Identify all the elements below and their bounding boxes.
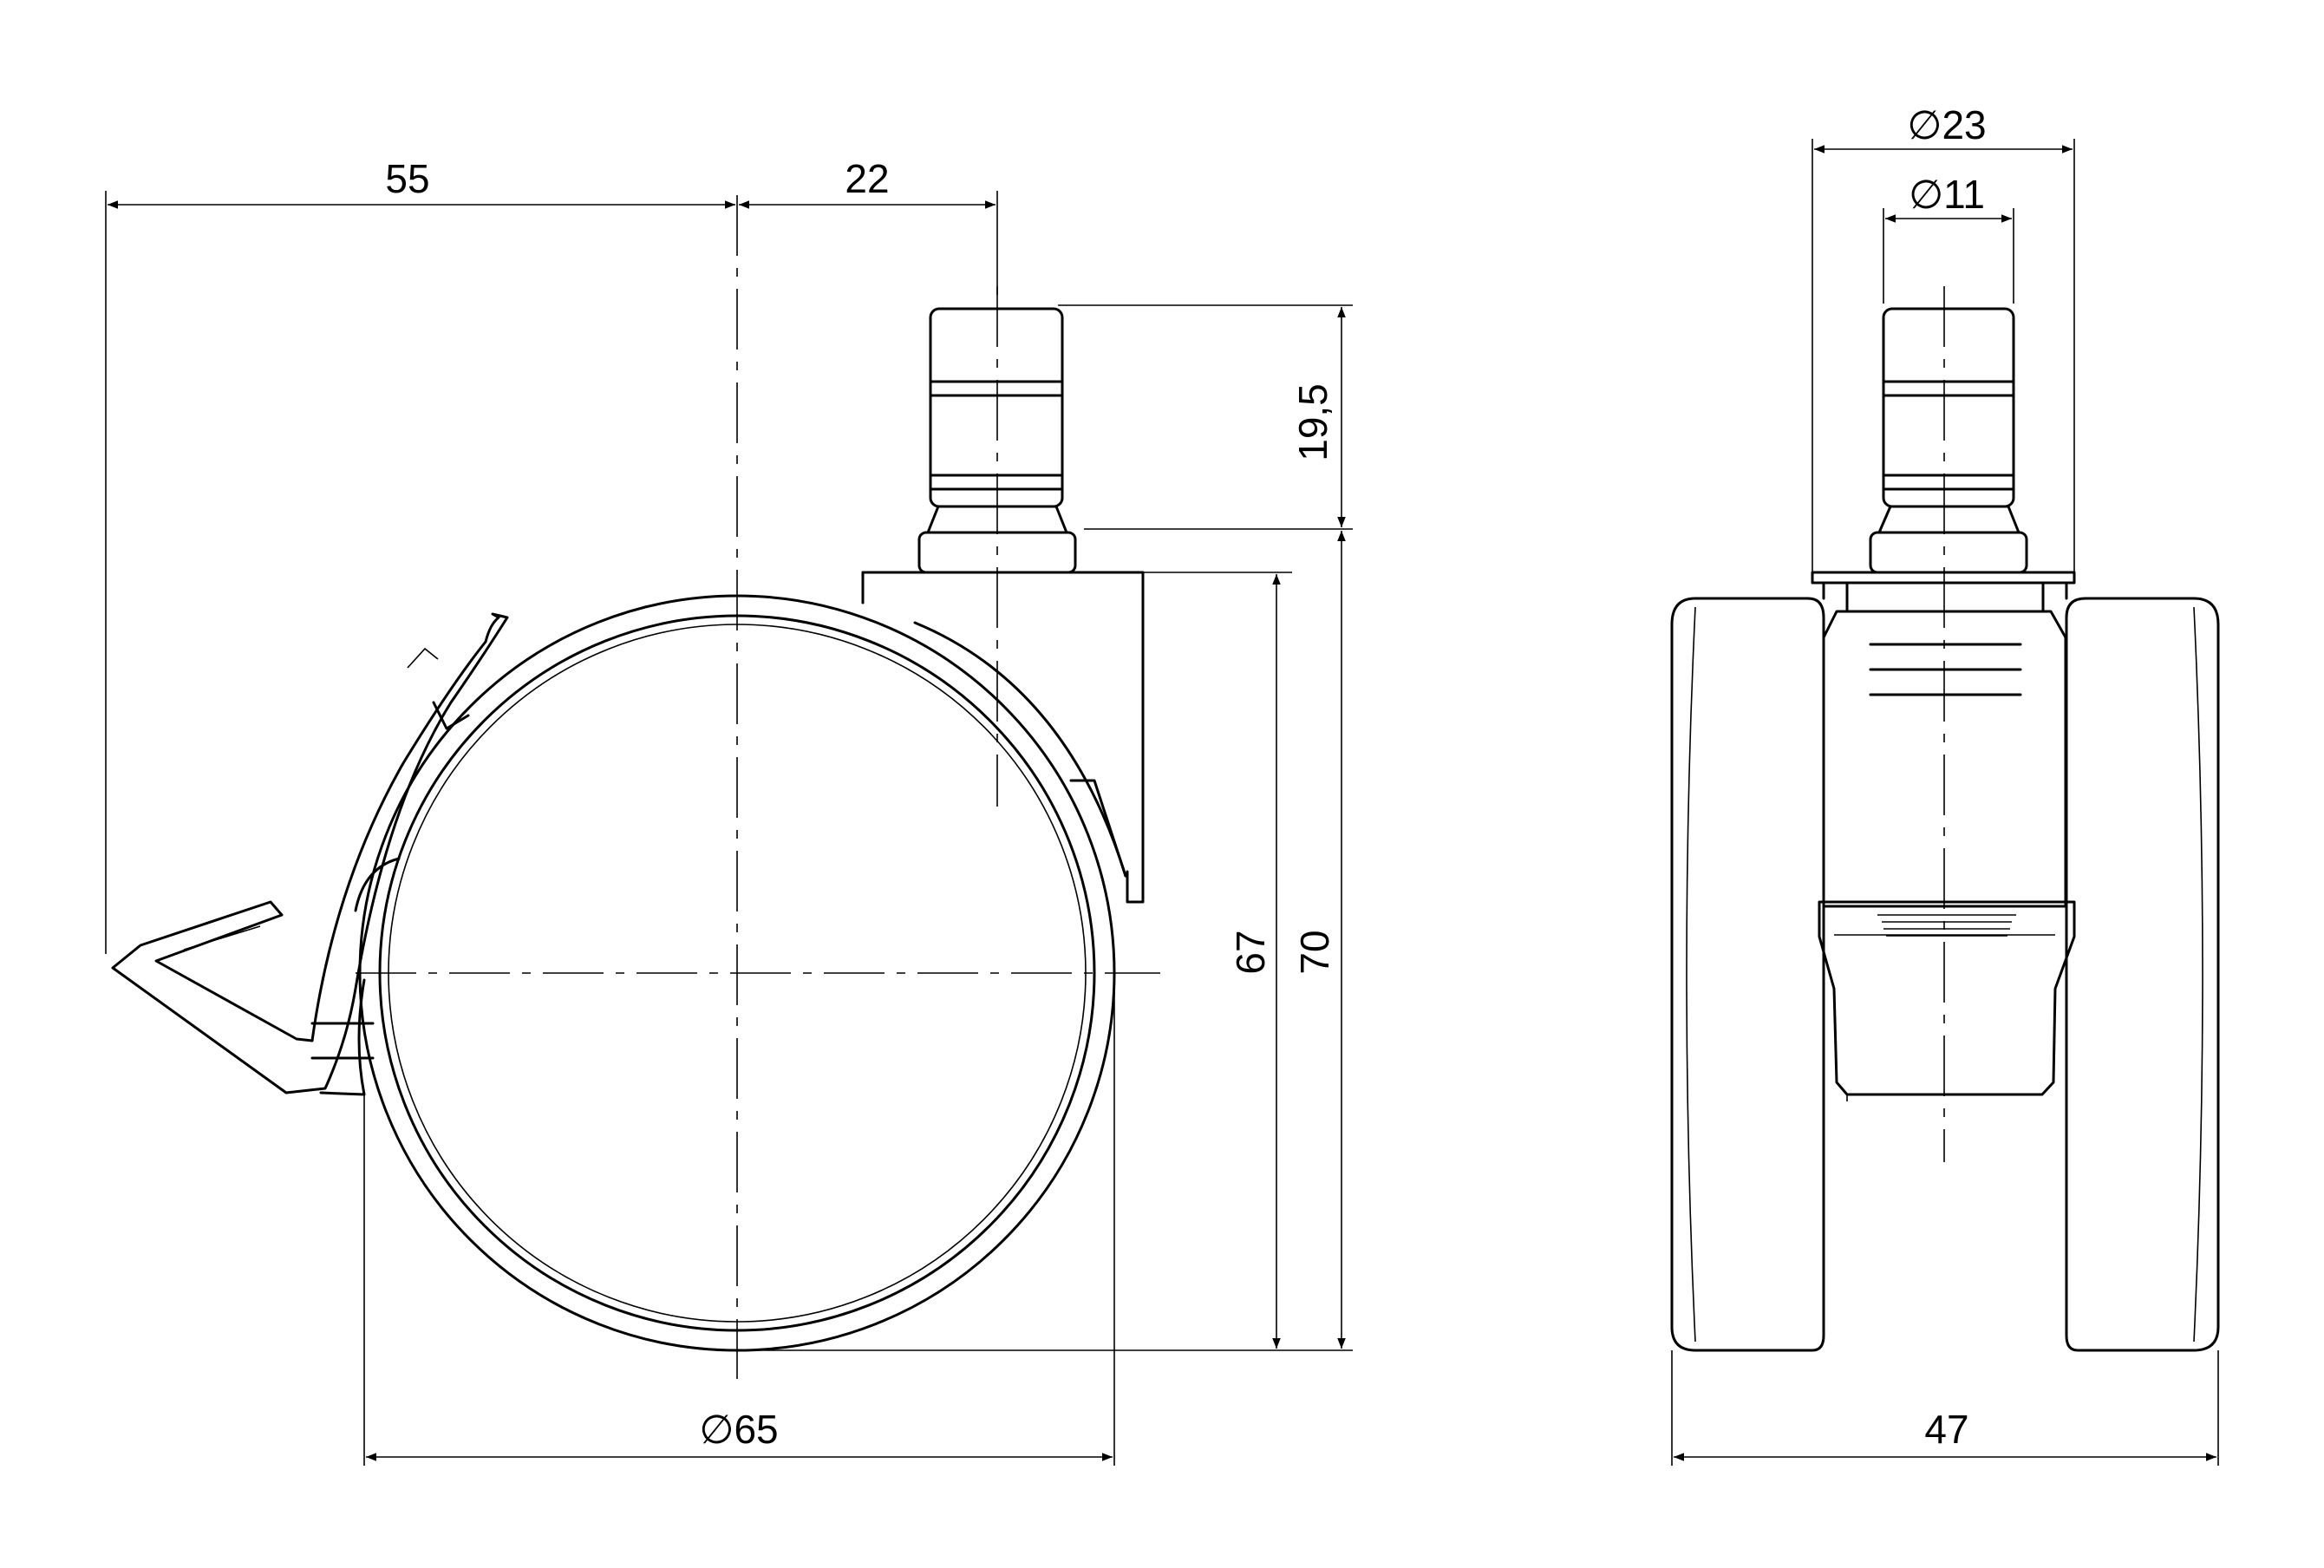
dim-dia11-label: ∅11 [1909,172,1985,217]
dim-55-label: 55 [385,156,429,201]
extension-lines-side [105,191,1353,1466]
dimension-lines-front [1674,145,2216,1461]
wheel-front-right [2065,597,2220,1352]
fork-housing-side [861,571,1145,904]
dim-47-label: 47 [1924,1407,1968,1452]
dimension-labels-front: ∅23 ∅11 47 [1907,102,1986,1452]
dim-19-5-label: 19,5 [1290,383,1335,461]
dimension-labels-side: 55 22 19,5 67 70 ∅65 [385,156,1337,1452]
side-view: 55 22 19,5 67 70 ∅65 [105,156,1353,1466]
dim-dia65-label: ∅65 [699,1407,778,1452]
stem-front [1869,307,2028,574]
dim-67-label: 67 [1228,930,1273,974]
dim-70-label: 70 [1292,930,1337,974]
front-view: ∅23 ∅11 47 [1670,102,2220,1466]
housing-front [1811,571,2076,1101]
wheel-front-left [1670,597,1825,1352]
centerlines-side [356,195,1160,1379]
dim-22-label: 22 [845,156,889,201]
dim-dia23-label: ∅23 [1907,102,1986,147]
brake-lever [111,612,509,1096]
dimension-lines-side [108,200,1346,1461]
extension-lines-front [1671,139,2219,1466]
